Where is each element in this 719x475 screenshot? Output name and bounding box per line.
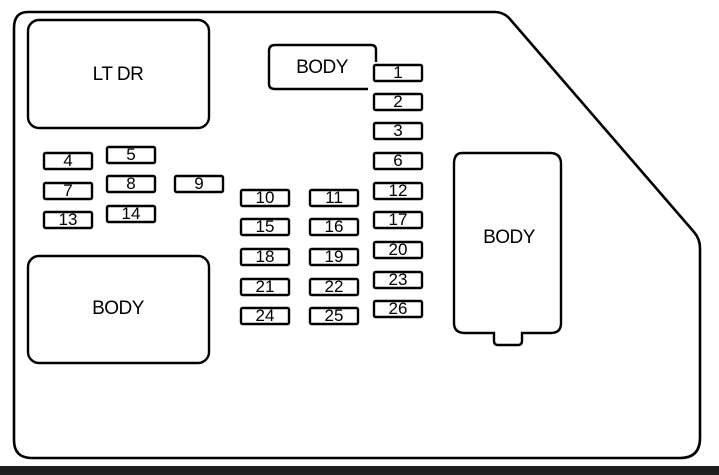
fuse-slot	[239, 217, 291, 237]
fuse-label: 2	[393, 92, 402, 111]
fuse-5[interactable]: 5	[105, 145, 157, 165]
fuse-20[interactable]: 20	[372, 240, 424, 260]
fuse-slot	[372, 240, 424, 260]
fuse-slot	[105, 204, 157, 224]
fuse-16[interactable]: 16	[308, 217, 360, 237]
fuse-slot	[372, 121, 424, 141]
fuse-slot	[372, 210, 424, 230]
fuse-slot	[308, 306, 360, 326]
fuse-label: 25	[325, 306, 344, 325]
block-lt-dr-label: LT DR	[93, 64, 144, 85]
fuse-26[interactable]: 26	[372, 299, 424, 319]
fuse-slot	[42, 210, 94, 230]
block-body-left[interactable]: BODY	[26, 254, 211, 365]
fuse-slot	[372, 63, 424, 83]
fuse-19[interactable]: 19	[308, 247, 360, 267]
fuse-label: 22	[325, 277, 344, 296]
fuse-8[interactable]: 8	[105, 174, 157, 194]
fuse-label: 4	[63, 151, 72, 170]
fuse-slot	[173, 174, 225, 194]
fuse-13[interactable]: 13	[42, 210, 94, 230]
fuse-label: 21	[256, 277, 275, 296]
block-body-left-label: BODY	[92, 298, 145, 319]
fuse-label: 14	[122, 204, 141, 223]
fuse-25[interactable]: 25	[308, 306, 360, 326]
fuse-slot	[239, 188, 291, 208]
block-body-top[interactable]: BODY	[267, 43, 378, 91]
fuse-2[interactable]: 2	[372, 92, 424, 112]
fuse-label: 9	[194, 174, 203, 193]
bottom-bar	[0, 466, 719, 475]
fuse-label: 24	[256, 306, 275, 325]
fuse-17[interactable]: 17	[372, 210, 424, 230]
fuse-slot	[308, 277, 360, 297]
fuse-slot	[239, 277, 291, 297]
fuse-4[interactable]: 4	[42, 151, 94, 171]
fuse-label: 17	[389, 210, 408, 229]
fuse-label: 5	[126, 145, 135, 164]
fuse-7[interactable]: 7	[42, 181, 94, 201]
fuse-label: 11	[325, 188, 343, 207]
block-lt-dr[interactable]: LT DR	[26, 18, 211, 130]
fuse-label: 8	[126, 174, 135, 193]
fuse-slot	[105, 145, 157, 165]
fuse-slot	[372, 92, 424, 112]
fuse-label: 18	[256, 247, 275, 266]
block-body-right-label: BODY	[483, 227, 536, 248]
block-body-top-label: BODY	[296, 57, 349, 78]
fuse-label: 19	[325, 247, 344, 266]
fuse-6[interactable]: 6	[372, 151, 424, 171]
fuse-3[interactable]: 3	[372, 121, 424, 141]
fuse-slot	[308, 188, 360, 208]
fuse-label: 10	[256, 188, 275, 207]
fuse-label: 23	[389, 270, 408, 289]
fuse-15[interactable]: 15	[239, 217, 291, 237]
fuse-22[interactable]: 22	[308, 277, 360, 297]
fuse-9[interactable]: 9	[173, 174, 225, 194]
fuse-label: 12	[389, 181, 408, 200]
fuse-slot	[372, 151, 424, 171]
fuse-10[interactable]: 10	[239, 188, 291, 208]
housing-outline	[12, 10, 702, 460]
fuse-label: 26	[389, 299, 408, 318]
fuse-slot	[372, 181, 424, 201]
fuse-14[interactable]: 14	[105, 204, 157, 224]
fuse-12[interactable]: 12	[372, 181, 424, 201]
fuse-slot	[372, 270, 424, 290]
fuse-slot	[239, 306, 291, 326]
fuse-label: 3	[393, 121, 402, 140]
fuse-label: 20	[389, 240, 408, 259]
fuse-23[interactable]: 23	[372, 270, 424, 290]
fuse-18[interactable]: 18	[239, 247, 291, 267]
fuse-label: 16	[325, 217, 344, 236]
fuse-1[interactable]: 1	[372, 63, 424, 83]
fuse-slot	[308, 217, 360, 237]
fuse-slot	[42, 181, 94, 201]
fuse-slot	[239, 247, 291, 267]
fuse-slot	[42, 151, 94, 171]
fuse-label: 6	[393, 151, 402, 170]
fuse-slot	[372, 299, 424, 319]
fuse-label: 7	[63, 181, 72, 200]
fuse-21[interactable]: 21	[239, 277, 291, 297]
fuse-11[interactable]: 11	[308, 188, 360, 208]
block-body-right[interactable]: BODY	[452, 151, 563, 347]
fuse-label: 1	[393, 63, 402, 82]
fuse-slot	[308, 247, 360, 267]
fuse-label: 15	[256, 217, 275, 236]
fuse-24[interactable]: 24	[239, 306, 291, 326]
fuse-slot	[105, 174, 157, 194]
fuse-label: 13	[59, 210, 78, 229]
